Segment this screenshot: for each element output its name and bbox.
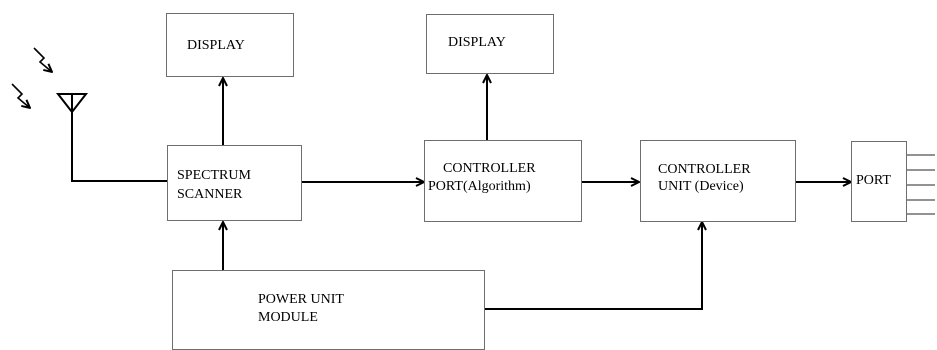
controller-unit-block: CONTROLLER UNIT (Device) bbox=[640, 140, 796, 222]
controller-unit-label-line2: UNIT (Device) bbox=[658, 179, 744, 194]
controller-unit-label-line1: CONTROLLER bbox=[658, 162, 751, 177]
display-block-2: DISPLAY bbox=[426, 14, 554, 74]
power-unit-label-line1: POWER UNIT bbox=[258, 292, 344, 307]
antenna-to-scanner-line bbox=[71, 112, 168, 182]
power-unit-label-line2: MODULE bbox=[258, 310, 318, 325]
display-block-2-label: DISPLAY bbox=[448, 35, 506, 50]
antenna-icon bbox=[55, 93, 89, 114]
incoming-signal-icon bbox=[11, 47, 52, 108]
power-unit-block: POWER UNIT MODULE bbox=[172, 270, 485, 350]
display-block-1: DISPLAY bbox=[166, 13, 294, 77]
port-block: PORT bbox=[851, 141, 907, 222]
controller-port-block: CONTROLLER PORT(Algorithm) bbox=[424, 140, 582, 222]
spectrum-scanner-label-line1: SPECTRUM bbox=[177, 168, 251, 183]
controller-port-label-line2: PORT(Algorithm) bbox=[428, 179, 531, 194]
port-label: PORT bbox=[856, 173, 891, 188]
port-output-pins bbox=[907, 154, 935, 215]
display-block-1-label: DISPLAY bbox=[187, 38, 245, 53]
power-to-controller-unit-arrow bbox=[485, 222, 702, 310]
spectrum-scanner-block: SPECTRUM SCANNER bbox=[167, 145, 302, 221]
controller-port-label-line1: CONTROLLER bbox=[443, 161, 536, 176]
spectrum-scanner-label-line2: SCANNER bbox=[177, 187, 243, 202]
